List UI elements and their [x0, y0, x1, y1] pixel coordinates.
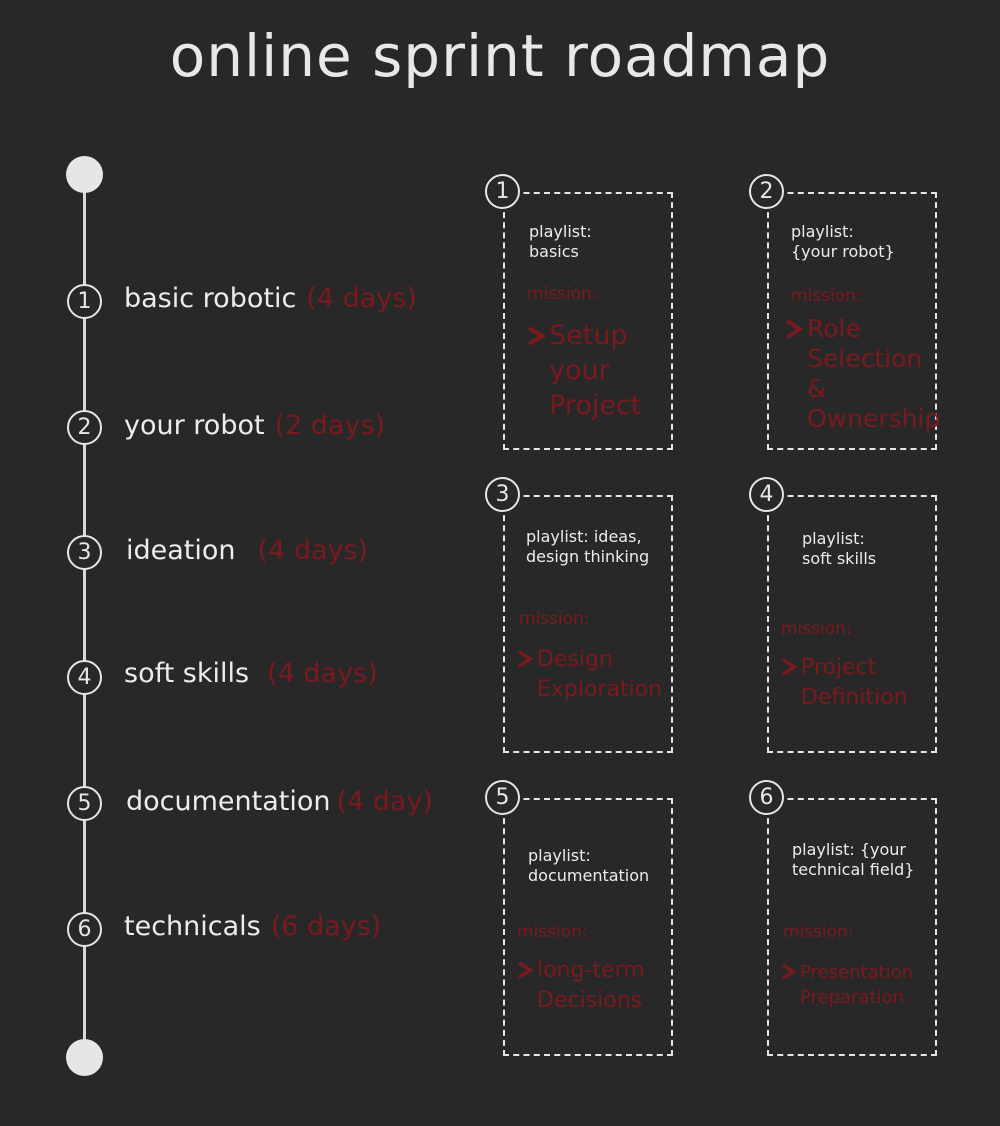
card-mission: Project Definition — [781, 653, 936, 713]
timeline-line — [83, 174, 86, 1058]
sprint-card-3: 3 playlist: ideas, design thinking missi… — [485, 477, 675, 753]
stage-duration: (4 days) — [306, 283, 417, 314]
stage-duration: (4 day) — [336, 786, 434, 817]
stage-number-1: 1 — [67, 284, 102, 319]
card-playlist: playlist: {your robot} — [791, 222, 895, 261]
stage-name: soft skills — [124, 658, 250, 689]
card-number: 1 — [485, 174, 520, 209]
stage-duration: (2 days) — [274, 410, 386, 441]
stage-number-6: 6 — [67, 912, 102, 947]
card-number: 6 — [749, 780, 784, 815]
card-number: 4 — [749, 477, 784, 512]
stage-name: basic robotic — [124, 283, 297, 314]
card-mission: Setup your Project — [527, 318, 662, 423]
stage-duration: (4 days) — [267, 658, 378, 689]
card-playlist: playlist: basics — [529, 222, 592, 261]
chevron-right-icon — [527, 326, 545, 346]
chevron-right-icon — [517, 650, 533, 668]
stage-4: soft skills (4 days) — [124, 658, 378, 689]
card-mission-text: Setup your Project — [549, 320, 642, 421]
card-mission-text: Role Selection & Ownership — [807, 314, 941, 433]
card-playlist: playlist: ideas, design thinking — [526, 527, 650, 566]
card-number: 2 — [749, 174, 784, 209]
card-mission-label: mission: — [791, 286, 862, 306]
card-number: 5 — [485, 780, 520, 815]
stage-number-3: 3 — [67, 535, 102, 570]
chevron-right-icon — [517, 961, 533, 979]
sprint-card-5: 5 playlist: documentation mission: long-… — [485, 780, 673, 1056]
stage-duration: (4 days) — [257, 535, 369, 566]
card-playlist: playlist: documentation — [528, 846, 650, 885]
stage-duration: (6 days) — [270, 911, 382, 942]
stage-name: ideation — [126, 535, 236, 566]
card-mission-label: mission: — [519, 609, 590, 629]
stage-3: ideation (4 days) — [126, 535, 368, 566]
timeline-start-dot — [66, 156, 103, 193]
sprint-card-1: 1 playlist: basics mission: Setup your P… — [485, 174, 673, 450]
card-mission-label: mission: — [517, 922, 588, 942]
card-mission-text: Project Definition — [801, 655, 908, 710]
stage-number-2: 2 — [67, 410, 102, 445]
sprint-card-2: 2 playlist: {your robot} mission: Role S… — [749, 174, 940, 450]
stage-name: your robot — [124, 410, 265, 441]
card-mission: Role Selection & Ownership — [785, 314, 940, 434]
chevron-right-icon — [781, 963, 796, 980]
card-mission-text: Presentation Preparation — [800, 962, 914, 1008]
stage-2: your robot (2 days) — [124, 410, 385, 441]
stage-number-4: 4 — [67, 660, 102, 695]
stage-number-5: 5 — [67, 786, 102, 821]
card-mission: long-term Decisions — [517, 956, 672, 1016]
sprint-card-6: 6 playlist: {your technical field} missi… — [749, 780, 939, 1056]
card-playlist: playlist: {your technical field} — [792, 840, 915, 879]
card-number: 3 — [485, 477, 520, 512]
card-mission: Design Exploration — [517, 645, 675, 705]
stage-1: basic robotic (4 days) — [124, 283, 417, 314]
sprint-card-4: 4 playlist: soft skills mission: Project… — [749, 477, 937, 753]
page-title: online sprint roadmap — [169, 22, 831, 90]
stage-name: technicals — [124, 911, 261, 942]
stage-5: documentation(4 day) — [126, 786, 433, 817]
card-mission-label: mission: — [783, 922, 854, 942]
card-mission-label: mission: — [527, 284, 598, 304]
card-playlist: playlist: soft skills — [802, 529, 877, 568]
card-mission-text: Design Exploration — [537, 647, 663, 702]
card-mission: Presentation Preparation — [781, 960, 939, 1010]
card-mission-label: mission: — [781, 619, 852, 639]
timeline-end-dot — [66, 1039, 103, 1076]
card-mission-text: long-term Decisions — [537, 958, 645, 1013]
chevron-right-icon — [781, 658, 797, 676]
stage-6: technicals (6 days) — [124, 911, 381, 942]
stage-name: documentation — [126, 786, 331, 817]
chevron-right-icon — [785, 319, 803, 339]
